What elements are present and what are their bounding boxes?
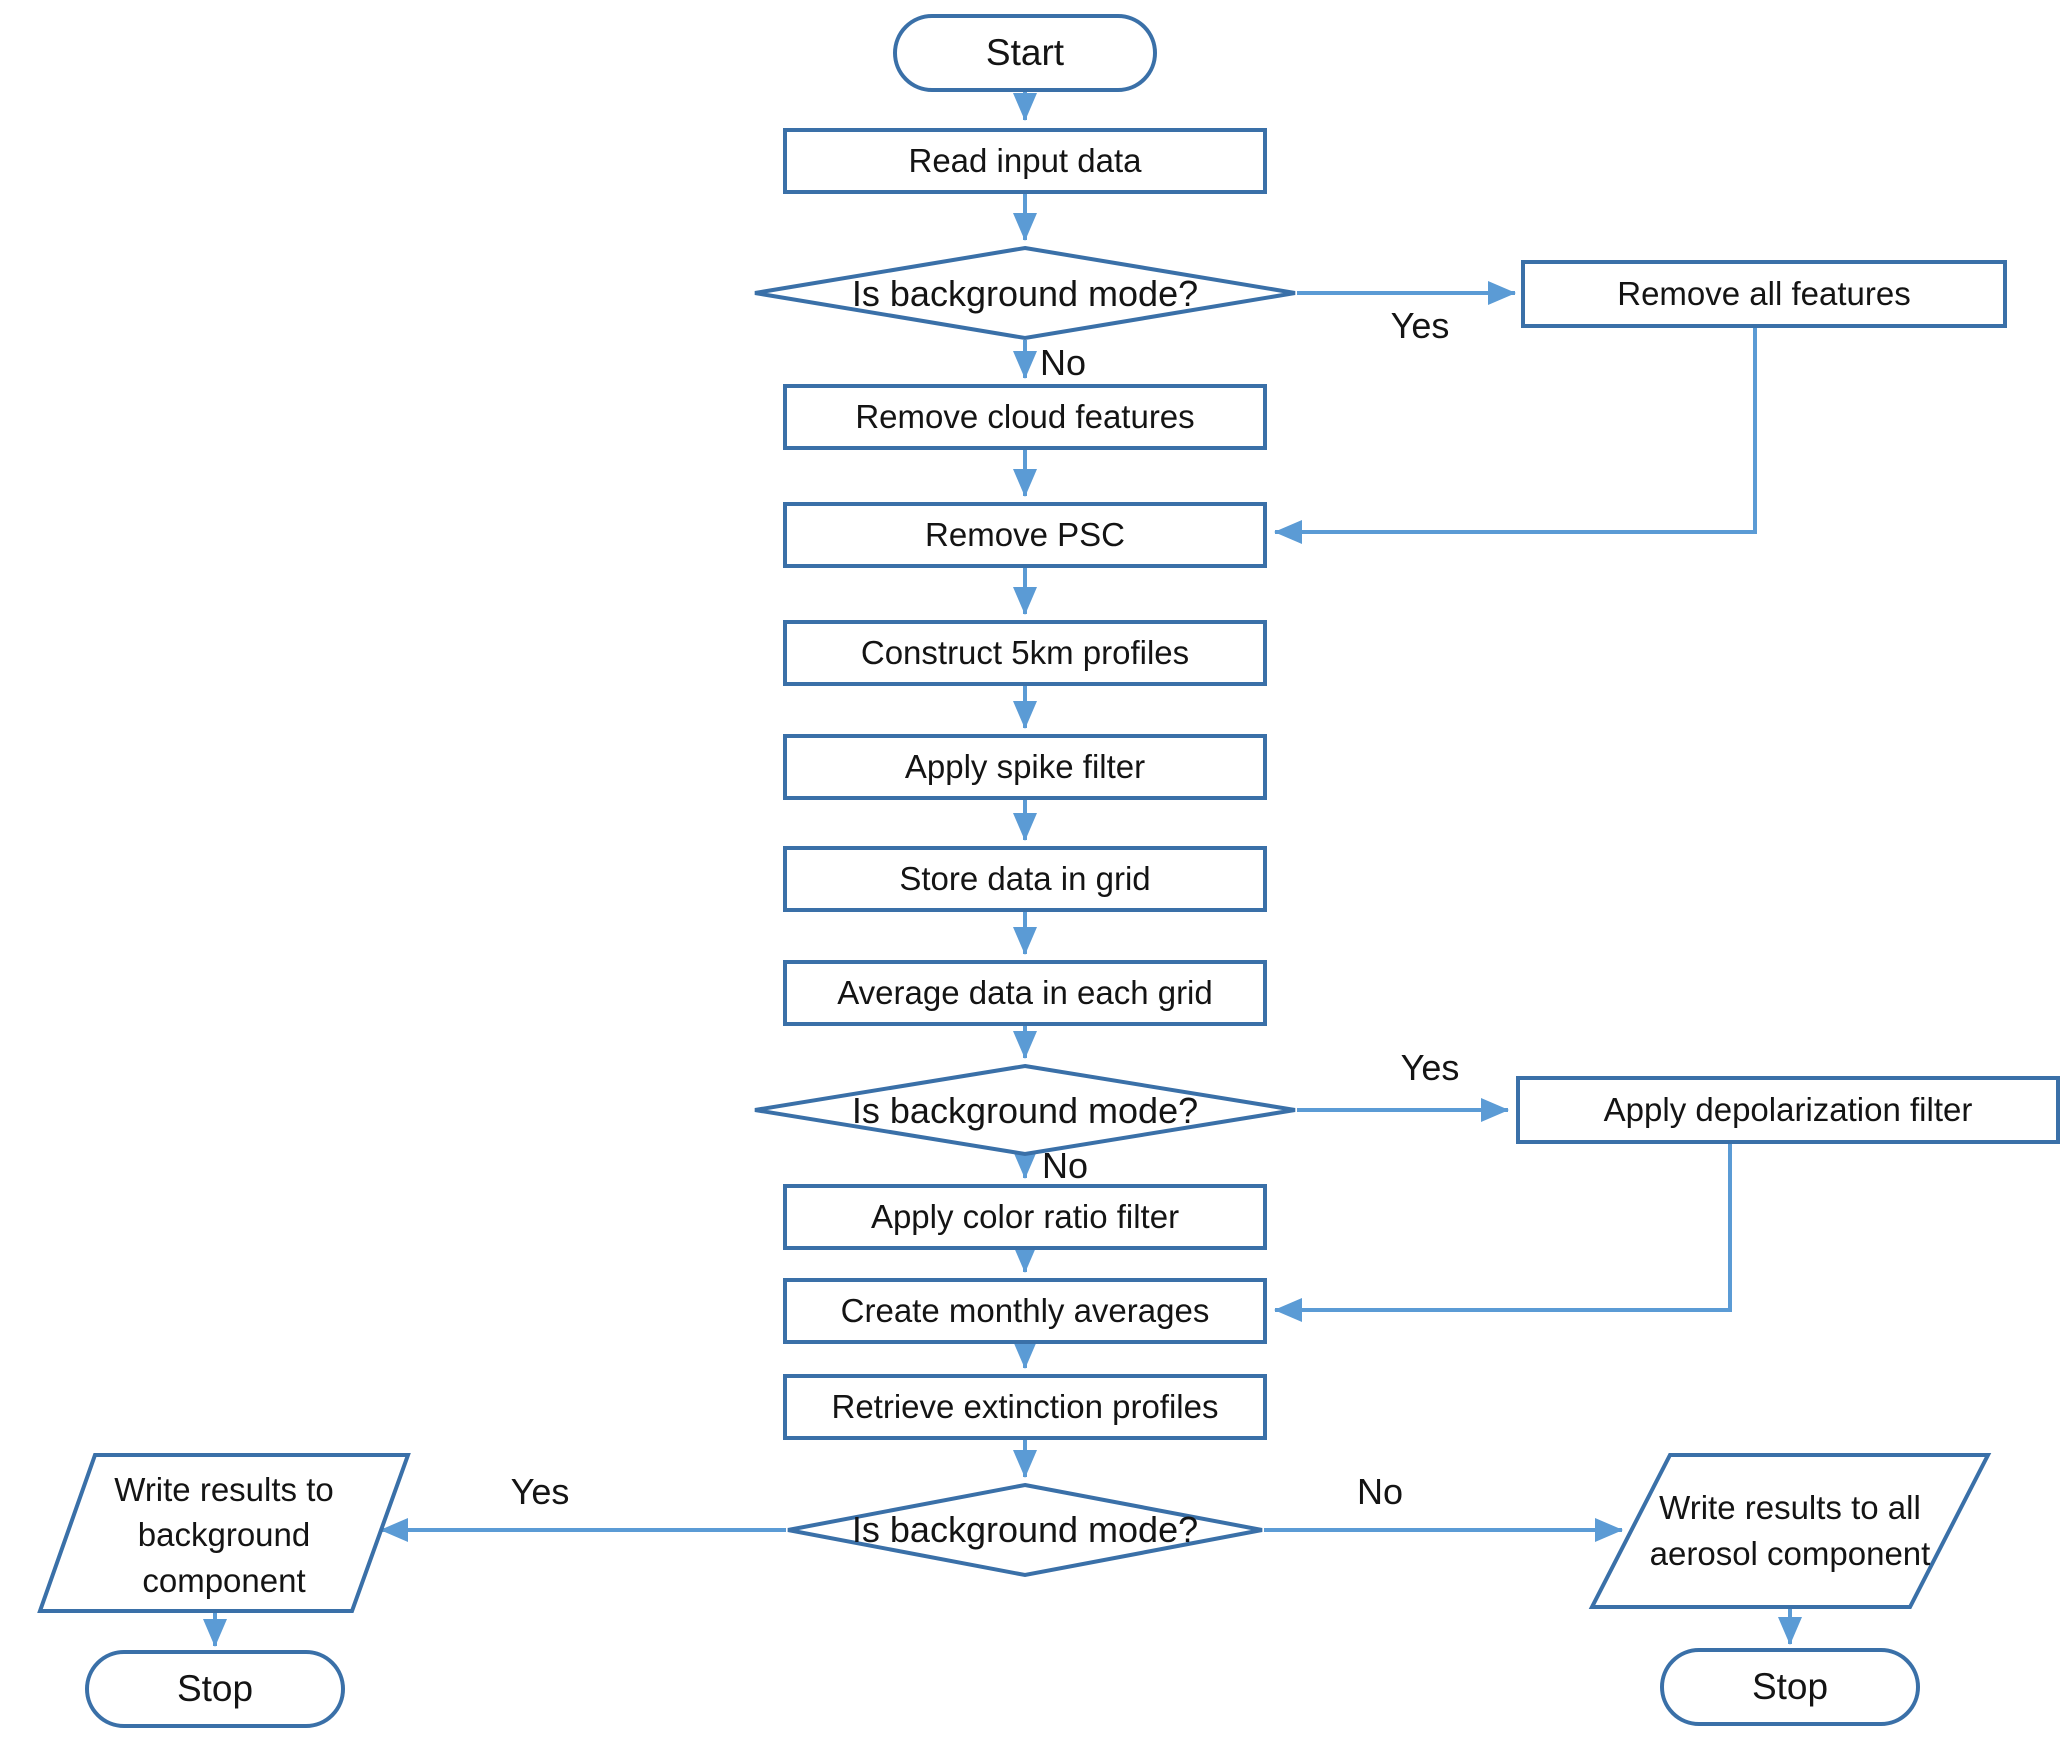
process-read-input	[783, 128, 1267, 194]
edge-label-no-2: No	[1042, 1145, 1089, 1186]
label-retrieve-extinction: Retrieve extinction profiles	[831, 1388, 1219, 1426]
decision-2	[754, 1063, 1296, 1157]
label-remove-cloud: Remove cloud features	[855, 398, 1195, 436]
terminator-start	[893, 14, 1157, 92]
label-decision-2: Is background mode?	[851, 1090, 1199, 1132]
process-remove-cloud	[783, 384, 1267, 450]
label-apply-color-ratio: Apply color ratio filter	[870, 1198, 1180, 1236]
label-average-data: Average data in each grid	[837, 974, 1213, 1012]
process-store-data	[783, 846, 1267, 912]
label-start: Start	[985, 32, 1065, 74]
label-write-background: Write results to background component	[114, 1470, 334, 1599]
edge-label-no-3: No	[1356, 1470, 1404, 1512]
label-create-monthly: Create monthly averages	[840, 1292, 1210, 1330]
terminator-stop-left	[85, 1650, 345, 1728]
label-store-data: Store data in grid	[899, 860, 1151, 898]
process-retrieve-extinction	[783, 1374, 1267, 1440]
label-read-input: Read input data	[908, 142, 1142, 180]
process-apply-color-ratio	[783, 1184, 1267, 1250]
process-average-data	[783, 960, 1267, 1026]
label-remove-psc: Remove PSC	[925, 516, 1125, 554]
io-write-background	[37, 1453, 411, 1613]
label-write-aerosol: Write results to all aerosol component	[1649, 1489, 1931, 1572]
edge-label-no-1: No	[1040, 342, 1087, 383]
label-decision-3: Is background mode?	[851, 1509, 1199, 1551]
edge-label-yes-3: Yes	[510, 1470, 570, 1512]
decision-3	[787, 1482, 1263, 1578]
process-apply-spike	[783, 734, 1267, 800]
label-construct-5km: Construct 5km profiles	[860, 634, 1190, 672]
process-construct-5km	[783, 620, 1267, 686]
decision-1	[754, 245, 1296, 341]
process-create-monthly	[783, 1278, 1267, 1344]
process-remove-psc	[783, 502, 1267, 568]
io-write-aerosol	[1588, 1453, 1992, 1609]
label-stop-right: Stop	[1751, 1666, 1829, 1708]
edge-removeall-removepsc	[1274, 327, 1757, 544]
terminator-stop-right	[1660, 1648, 1920, 1726]
edge-depol-monthly	[1274, 1142, 1732, 1322]
label-apply-spike: Apply spike filter	[904, 748, 1146, 786]
edge-label-yes-2: Yes	[1400, 1046, 1460, 1088]
label-decision-1: Is background mode?	[851, 273, 1199, 315]
label-stop-left: Stop	[176, 1668, 254, 1710]
label-remove-all: Remove all features	[1617, 275, 1911, 313]
process-apply-depolarization	[1516, 1076, 2060, 1144]
edge-label-yes-1: Yes	[1390, 305, 1450, 346]
process-remove-all	[1521, 260, 2007, 328]
label-apply-depolarization: Apply depolarization filter	[1603, 1091, 1973, 1129]
